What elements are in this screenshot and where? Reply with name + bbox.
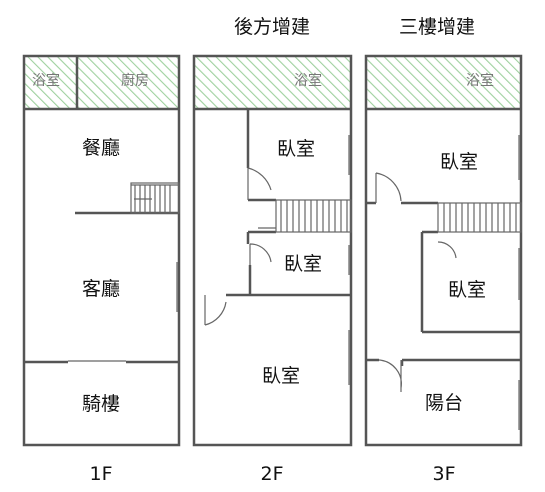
door-swing: [204, 295, 227, 326]
floor-plan-3f: 浴室 臥室 臥室 陽台: [364, 54, 523, 447]
heading-rear-extension: 後方增建: [234, 16, 310, 38]
kitchen-label-1f: 廚房: [121, 72, 149, 89]
floor-plan-2f: 浴室 臥室 臥室 臥室: [192, 54, 353, 447]
outer-wall-1f: [22, 54, 181, 447]
door-swing: [437, 241, 457, 259]
bath-label-1f: 浴室: [32, 72, 60, 89]
door-swing: [247, 167, 272, 200]
hatched-extension-2f: [195, 57, 350, 109]
door-swing: [378, 359, 402, 392]
door-swing: [375, 172, 402, 203]
door-swing: [249, 243, 272, 265]
staircase-1f: [130, 182, 180, 214]
hatched-extension-3f: [367, 57, 520, 109]
dining-room-label: 餐廳: [82, 137, 120, 159]
outer-wall-3f: [364, 54, 523, 447]
floor-label-2f: 2F: [260, 463, 283, 485]
bedroom-label-2f-b: 臥室: [284, 253, 322, 275]
hatched-extension-1f: [25, 57, 178, 109]
bedroom-label-2f-a: 臥室: [277, 138, 315, 160]
heading-third-floor-extension: 三樓增建: [399, 16, 475, 38]
living-room-label: 客廳: [82, 278, 120, 300]
arcade-label: 騎樓: [82, 393, 120, 415]
floor-label-1f: 1F: [89, 463, 112, 485]
outer-wall-2f: [192, 54, 353, 447]
balcony-label: 陽台: [425, 392, 463, 414]
bedroom-label-3f-b: 臥室: [448, 279, 486, 301]
staircase-2f: [258, 199, 352, 233]
bedroom-label-3f-a: 臥室: [440, 151, 478, 173]
floor-label-3f: 3F: [432, 463, 455, 485]
floor-plan-1f: 浴室 廚房 餐廳 客廳 騎樓: [22, 54, 181, 447]
bedroom-label-2f-c: 臥室: [262, 365, 300, 387]
bath-label-2f: 浴室: [294, 72, 322, 89]
bath-label-3f: 浴室: [466, 72, 494, 89]
staircase-3f: [437, 202, 522, 233]
